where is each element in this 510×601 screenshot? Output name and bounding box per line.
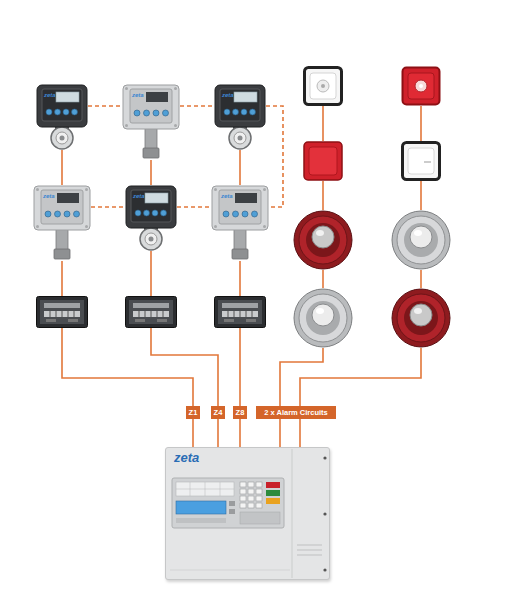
gas-detector-dark	[37, 85, 87, 149]
wire-connector	[217, 419, 219, 447]
gas-detector	[34, 85, 268, 259]
wire-connector	[192, 419, 194, 447]
zone-label: Z1	[189, 408, 198, 417]
gas-detector-light	[212, 186, 268, 259]
brand-logo: zeta	[174, 451, 199, 465]
sounder-grey	[392, 211, 450, 269]
sounder-red	[392, 289, 450, 347]
zone-tag: Z1	[186, 406, 200, 419]
gas-detector-light	[123, 85, 179, 158]
zone-label: Z4	[214, 408, 223, 417]
junction-box	[215, 297, 266, 328]
brand-logo: zeta	[43, 193, 55, 199]
circuit-tag: 2 x Alarm Circuits	[256, 406, 336, 419]
alarm-device	[294, 68, 450, 348]
brand-logo: zeta	[133, 193, 145, 199]
beacon-white	[305, 68, 342, 105]
brand-logo: zeta	[222, 92, 234, 98]
sounder-grey	[294, 289, 352, 347]
brand-logo: zeta	[132, 92, 144, 98]
gas-detector-light	[34, 186, 90, 259]
gas-detector-dark	[126, 186, 176, 250]
wire-connector	[279, 419, 281, 447]
field-wiring	[62, 106, 421, 447]
zone-label: Z8	[236, 408, 245, 417]
sounder-red	[294, 211, 352, 269]
junction-box	[37, 297, 88, 328]
zone-tag: Z8	[233, 406, 247, 419]
zone-tag: Z4	[211, 406, 225, 419]
sounder-beacon-white	[403, 143, 440, 180]
sounder-beacon-red	[304, 142, 342, 180]
brand-logo: zeta	[221, 193, 233, 199]
junction-box	[126, 297, 177, 328]
junction-box	[37, 297, 266, 328]
gas-detector-dark	[215, 85, 265, 149]
beacon-red	[403, 68, 440, 105]
control-panel: zeta	[165, 447, 330, 580]
zone-label: 2 x Alarm Circuits	[264, 408, 328, 417]
brand-logo: zeta	[44, 92, 56, 98]
wire-connector	[239, 419, 241, 447]
